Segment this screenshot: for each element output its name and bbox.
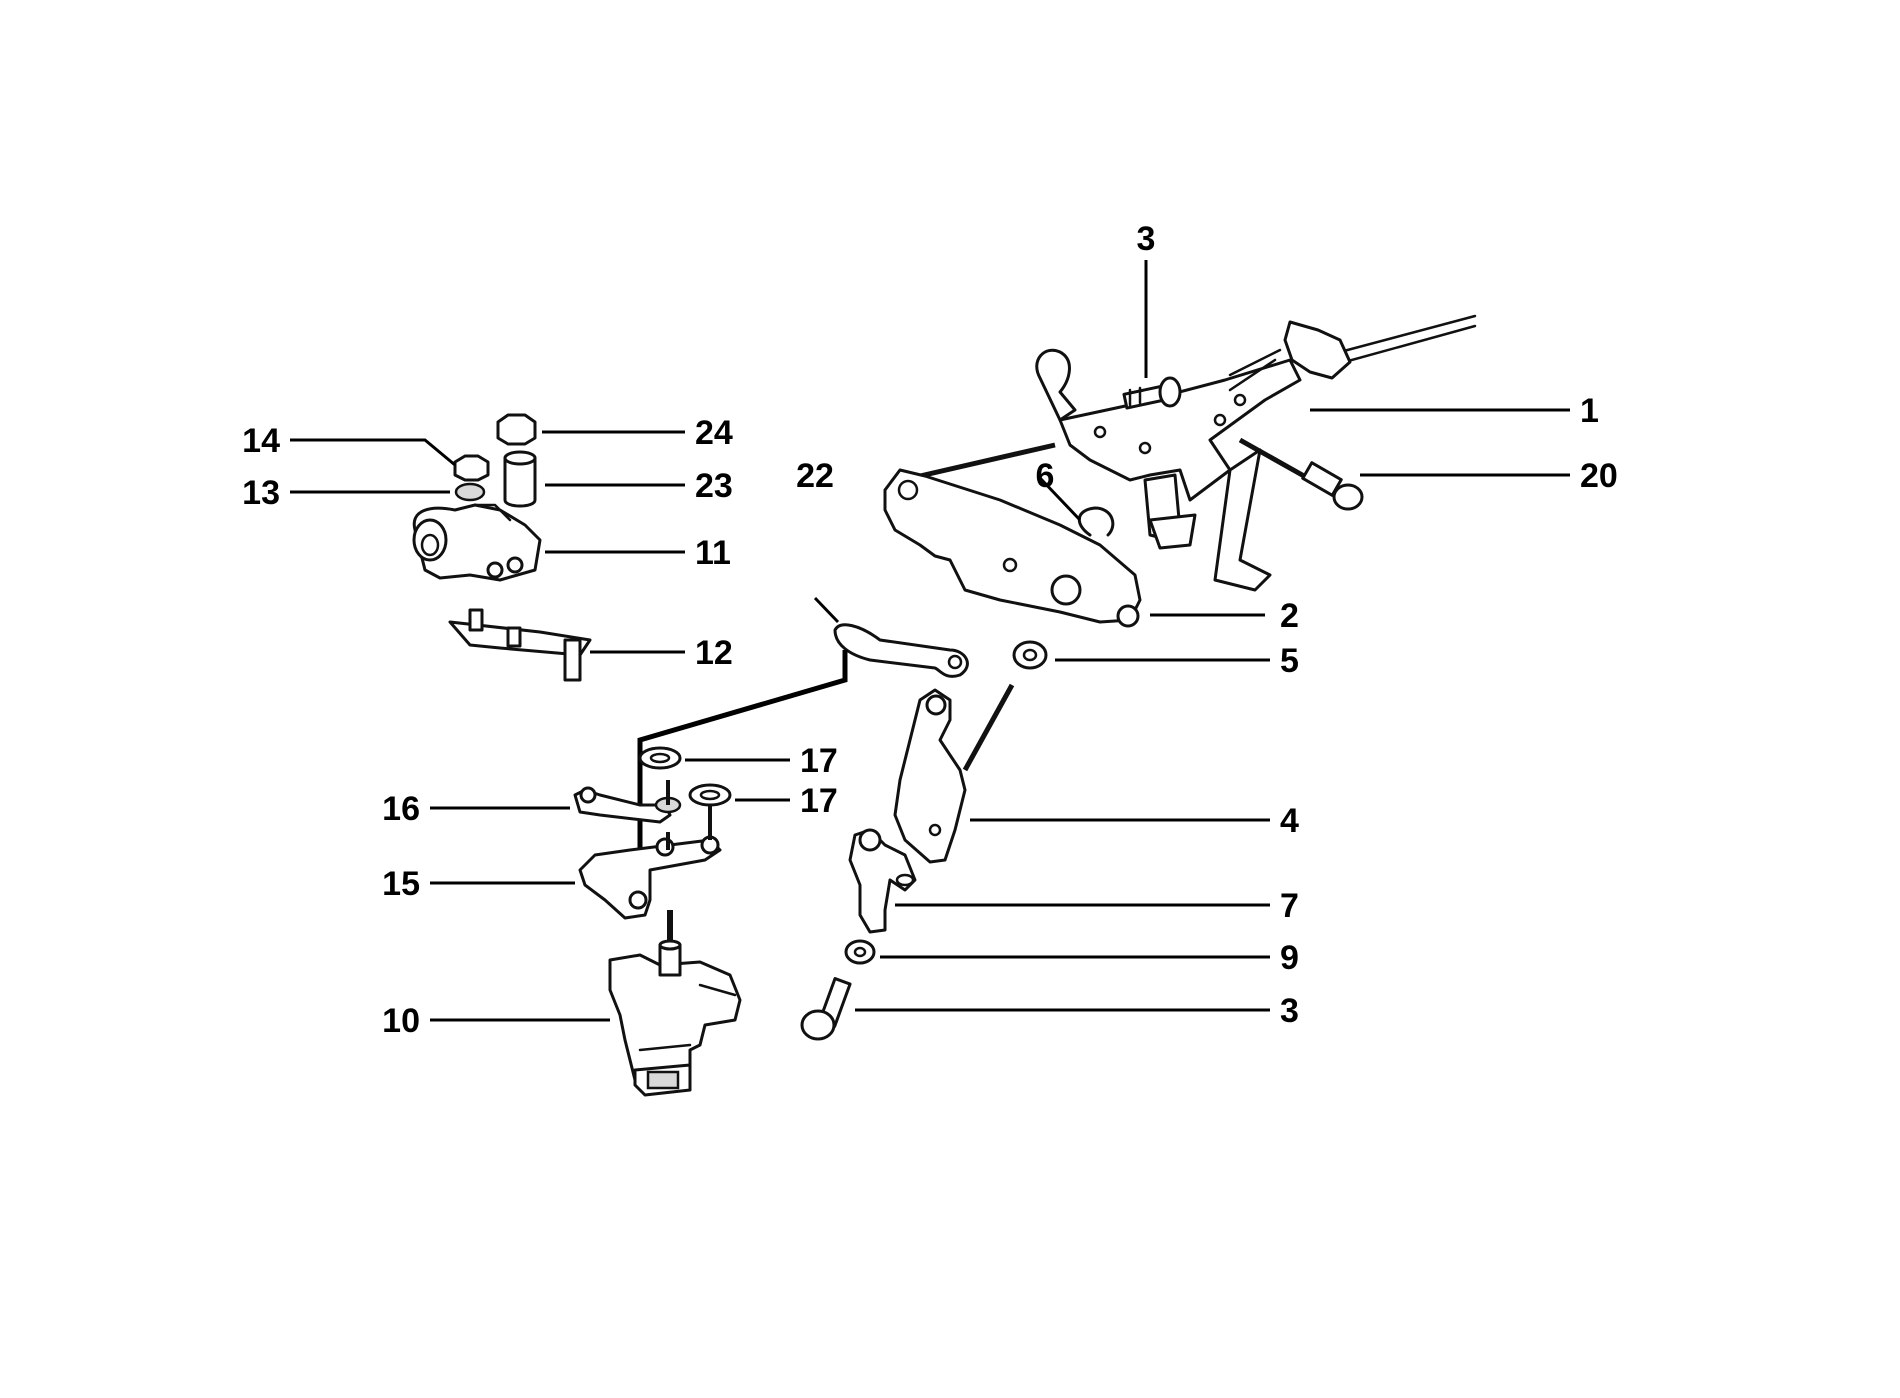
- callout-9: 9: [1280, 939, 1299, 977]
- part-11-sensor: [412, 503, 542, 582]
- part-24-nut: [496, 413, 537, 446]
- callout-3-top: 3: [1137, 220, 1156, 258]
- callout-2: 2: [1280, 597, 1299, 635]
- callout-20: 20: [1580, 457, 1618, 495]
- callout-5: 5: [1280, 642, 1299, 680]
- callout-7: 7: [1280, 887, 1299, 925]
- callout-labels: 3 1 20 2 5 4 7 9 3 6 22 24 23 14 13 11 1…: [242, 220, 1618, 1040]
- callout-12: 12: [695, 634, 733, 672]
- leader-lines: [290, 260, 1570, 1022]
- part-23-spacer: [503, 450, 537, 508]
- callout-10: 10: [382, 1002, 420, 1040]
- part-2-plate: [883, 442, 1142, 628]
- callout-17-a: 17: [800, 742, 838, 780]
- part-16-arm: [573, 780, 682, 824]
- callout-24: 24: [695, 414, 733, 452]
- part-4-lever: [893, 688, 967, 864]
- callout-1: 1: [1580, 392, 1599, 430]
- callout-11: 11: [695, 534, 731, 572]
- part-1-bracket: [1035, 314, 1477, 592]
- part-13-washer: [454, 482, 486, 502]
- callout-17-b: 17: [800, 782, 838, 820]
- callout-15: 15: [382, 865, 420, 903]
- part-15-pivot-plate: [578, 805, 722, 920]
- part-6-clip: [1077, 506, 1115, 537]
- part-17-clip-b: [688, 783, 732, 807]
- callout-23: 23: [695, 467, 733, 505]
- part-17-clip-a: [638, 746, 682, 770]
- part-3-bolt-top: [1122, 376, 1182, 410]
- callout-3-bottom: 3: [1280, 992, 1299, 1030]
- part-5-washer: [962, 640, 1048, 772]
- callout-6: 6: [1036, 457, 1055, 495]
- callout-22: 22: [796, 457, 834, 495]
- part-12-plate: [448, 608, 592, 682]
- callout-14: 14: [242, 422, 280, 460]
- part-10-actuator: [608, 939, 742, 1097]
- callout-13: 13: [242, 474, 280, 512]
- part-7-arm: [848, 828, 917, 934]
- callout-16: 16: [382, 790, 420, 828]
- part-14-nut: [453, 454, 490, 482]
- part-3-bolt-bottom: [800, 977, 852, 1041]
- part-20-bolt: [1238, 437, 1364, 511]
- callout-4: 4: [1280, 802, 1299, 840]
- part-9-washer: [844, 939, 876, 965]
